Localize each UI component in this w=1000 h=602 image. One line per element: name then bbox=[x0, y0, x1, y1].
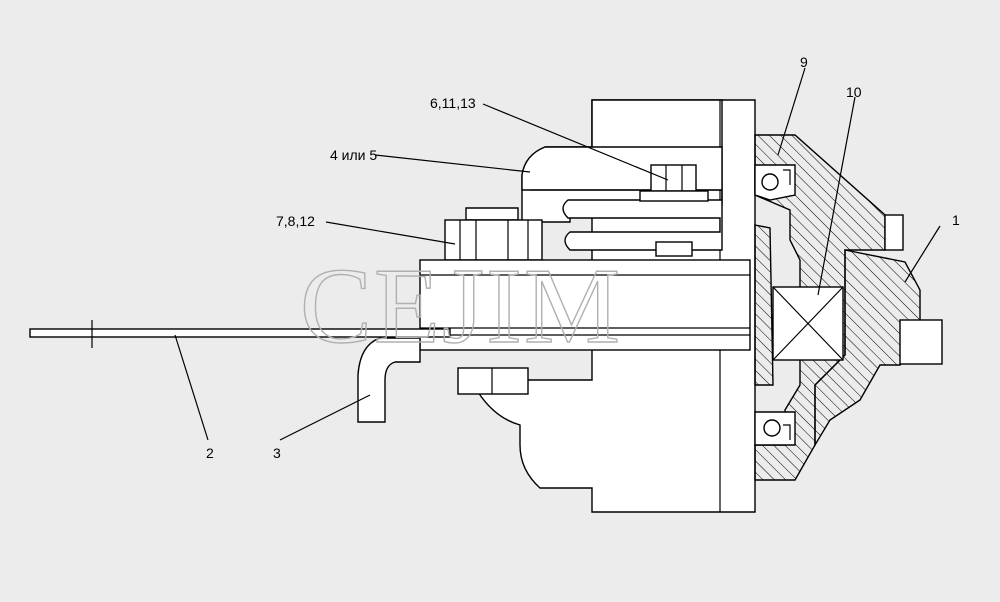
callout-9: 9 bbox=[800, 54, 808, 70]
callout-7-8-12: 7,8,12 bbox=[276, 213, 315, 229]
seal-9-bottom bbox=[754, 411, 796, 446]
callout-3: 3 bbox=[273, 445, 281, 461]
inner-cone bbox=[754, 224, 774, 386]
callout-10: 10 bbox=[846, 84, 862, 100]
callout-2: 2 bbox=[206, 445, 214, 461]
nut-7-8-12 bbox=[444, 207, 543, 273]
bolt-6-11-13 bbox=[639, 164, 709, 257]
callout-1: 1 bbox=[952, 212, 960, 228]
callout-4-or-5: 4 или 5 bbox=[330, 147, 377, 163]
watermark: CEJIM bbox=[300, 247, 622, 366]
seal-9-top bbox=[754, 164, 796, 201]
leader-lines bbox=[174, 67, 941, 441]
plate-and-rod bbox=[29, 259, 751, 351]
callout-6-11-13: 6,11,13 bbox=[430, 95, 476, 111]
bearing-10 bbox=[772, 286, 844, 361]
hook-lever-3 bbox=[357, 337, 529, 423]
